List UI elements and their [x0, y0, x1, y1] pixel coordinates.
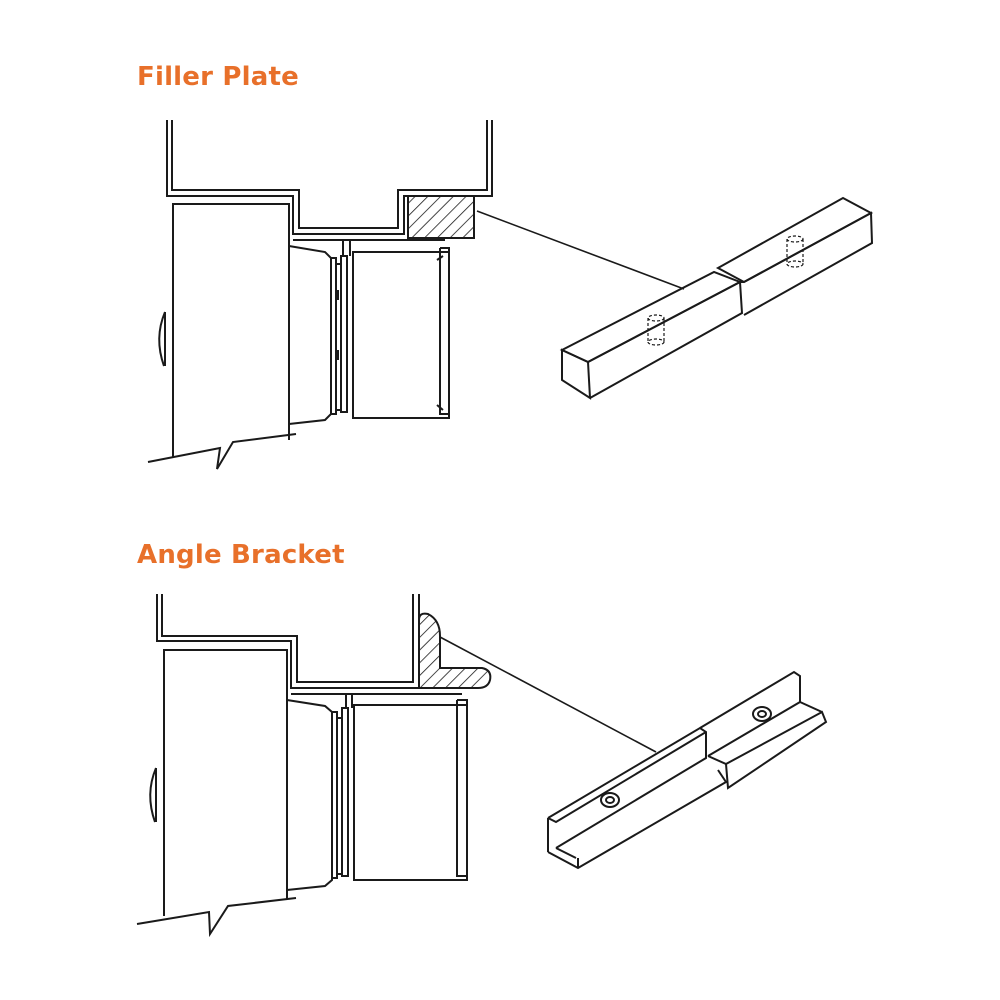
- jamb-profile-2: [354, 705, 467, 880]
- filler-bar-left-side: [588, 282, 742, 398]
- hinge-leaf-outer-2: [287, 700, 332, 890]
- frame-adapter-2: [291, 694, 462, 708]
- jamb-profile-lip: [440, 248, 449, 414]
- filler-plate-leader-line: [477, 211, 684, 289]
- angle-left-leg-inner: [556, 848, 576, 858]
- angle-hole-right-inner: [758, 711, 766, 717]
- hinge-leaf-outer: [289, 246, 331, 424]
- jamb-profile-lip-2: [457, 700, 467, 876]
- hinge-plate-3: [341, 256, 347, 412]
- filler-bar-right-side: [744, 213, 872, 315]
- door-break-line: [148, 434, 296, 469]
- door-leaf-handle-2: [150, 768, 156, 822]
- filler-bar-right-top: [718, 198, 871, 282]
- angle-right-flange: [700, 672, 800, 756]
- angle-bracket-section-view: [137, 594, 656, 934]
- door-leaf-2: [164, 650, 287, 916]
- filler-plate-section-view: [148, 120, 684, 469]
- filler-plate-section-hatch: [408, 196, 474, 238]
- frame-channel-inner-2: [162, 594, 413, 682]
- angle-bracket-heading: Angle Bracket: [137, 540, 345, 570]
- filler-bar-left-top: [562, 272, 740, 362]
- angle-left-leg: [548, 770, 726, 868]
- door-break-line-2: [137, 898, 296, 934]
- angle-bracket-section-hatch: [419, 614, 490, 688]
- angle-right-leg: [708, 712, 826, 788]
- hinge-plate-6: [342, 708, 348, 876]
- dowel-pin-left: [648, 315, 664, 345]
- jamb-returns: [437, 256, 443, 410]
- filler-plate-isometric: [562, 198, 872, 398]
- door-leaf: [173, 204, 289, 458]
- filler-plate-heading: Filler Plate: [137, 62, 299, 92]
- dowel-pin-right: [787, 236, 803, 267]
- filler-bar-left-front: [562, 350, 590, 398]
- frame-channel-inner: [172, 120, 487, 228]
- door-leaf-handle: [159, 312, 165, 366]
- angle-left-flange-top: [548, 732, 706, 822]
- angle-right-leg-inner: [800, 702, 822, 712]
- angle-hole-left-outer: [601, 793, 619, 807]
- angle-bracket-isometric: [548, 672, 826, 868]
- angle-bracket-leader-line: [440, 637, 656, 752]
- angle-hole-right-outer: [753, 707, 771, 721]
- frame-adapter: [293, 240, 445, 256]
- angle-hole-left-inner: [606, 797, 614, 803]
- frame-channel-outer: [167, 120, 492, 234]
- jamb-profile: [353, 252, 449, 418]
